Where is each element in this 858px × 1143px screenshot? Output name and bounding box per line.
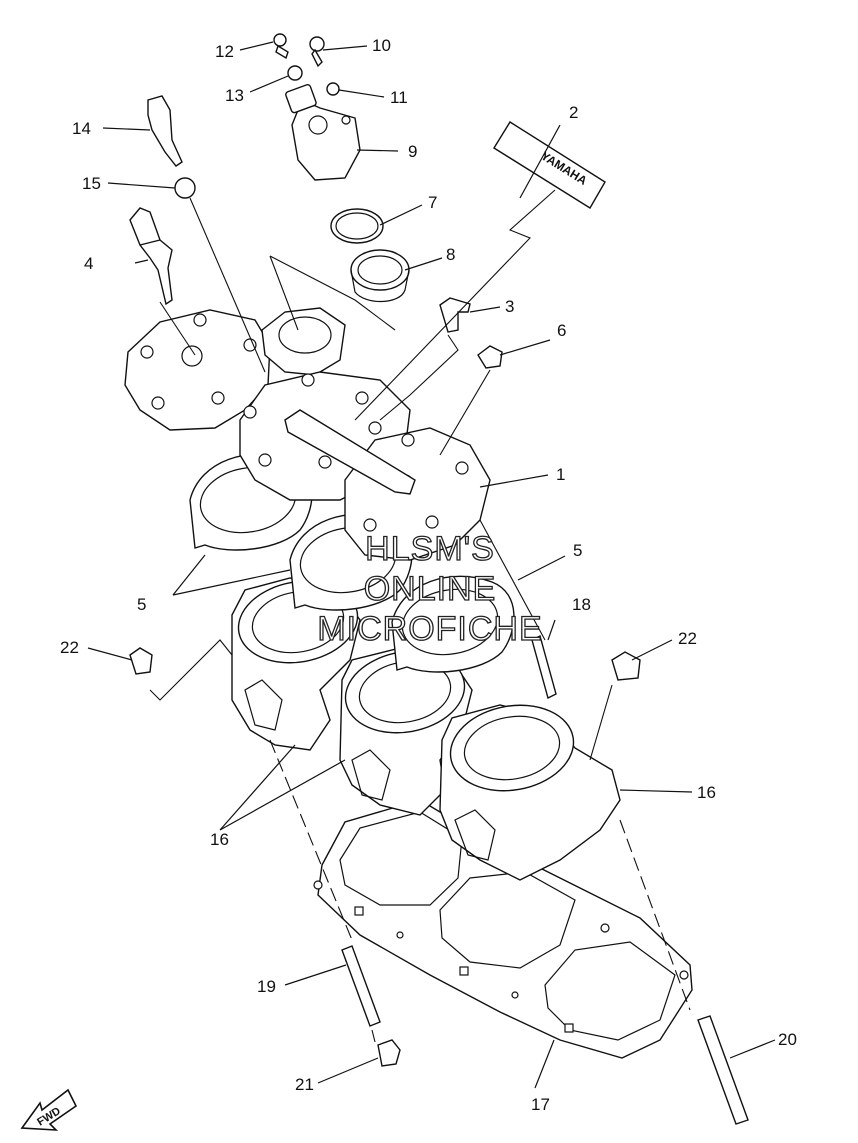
- callout-11: 11: [390, 88, 408, 107]
- nut-6[interactable]: [477, 345, 503, 369]
- nut-22-right[interactable]: [611, 651, 641, 681]
- thermostat-cover[interactable]: [285, 84, 361, 181]
- callout-20: 20: [778, 1030, 797, 1049]
- water-outlet-housing[interactable]: [261, 307, 346, 376]
- stud-18[interactable]: [531, 634, 557, 700]
- callout-8: 8: [446, 245, 455, 264]
- callout-17: 17: [531, 1095, 550, 1114]
- callout-16a: 16: [210, 830, 229, 849]
- callout-16b: 16: [697, 783, 716, 802]
- watermark-line2: ONLINE: [364, 570, 497, 608]
- callout-labels: 1 2 3 4 5 5 6 7 8 9 10 11 12 13 14 15 16…: [60, 36, 797, 1114]
- leader-lines: [87, 41, 776, 1089]
- stud-20[interactable]: [697, 1015, 749, 1125]
- thermostat-gasket-7[interactable]: [330, 208, 384, 244]
- spark-plug[interactable]: [129, 207, 173, 306]
- cylinder-head-rear[interactable]: [124, 309, 271, 431]
- thermostat-8[interactable]: [350, 249, 410, 303]
- callout-10: 10: [372, 36, 391, 55]
- callout-19: 19: [257, 977, 276, 996]
- cylinder-front[interactable]: [439, 696, 621, 881]
- stud-19[interactable]: [341, 945, 381, 1027]
- callout-22b: 22: [678, 629, 697, 648]
- bolt-10[interactable]: [309, 36, 325, 68]
- bolt-12[interactable]: [273, 33, 289, 60]
- callout-14: 14: [72, 119, 91, 138]
- callout-18: 18: [572, 595, 591, 614]
- callout-9: 9: [408, 142, 417, 161]
- callout-13: 13: [225, 86, 244, 105]
- assembly-lines: [149, 189, 691, 1043]
- watermark: HLSM'S ONLINE MICROFICHE: [317, 529, 543, 648]
- callout-7: 7: [428, 193, 437, 212]
- callout-5a: 5: [137, 595, 146, 614]
- temperature-sensor[interactable]: [147, 95, 183, 167]
- washer-15[interactable]: [174, 177, 196, 199]
- washer-13[interactable]: [287, 65, 303, 81]
- fwd-arrow-icon: FWD: [20, 1088, 78, 1131]
- water-passage-bar: [284, 409, 416, 495]
- callout-5b: 5: [573, 541, 582, 560]
- callout-15: 15: [82, 174, 101, 193]
- callout-12: 12: [215, 42, 234, 61]
- nut-22-left[interactable]: [129, 647, 153, 675]
- watermark-line1: HLSM'S: [365, 530, 495, 568]
- callout-4: 4: [84, 254, 93, 273]
- callout-1: 1: [556, 465, 565, 484]
- callout-2: 2: [569, 103, 578, 122]
- nut-21[interactable]: [377, 1039, 401, 1067]
- callout-3: 3: [505, 297, 514, 316]
- callout-6: 6: [557, 321, 566, 340]
- callout-21: 21: [295, 1075, 314, 1094]
- callout-22a: 22: [60, 638, 79, 657]
- washer-11[interactable]: [326, 82, 340, 96]
- watermark-line3: MICROFICHE: [317, 610, 542, 648]
